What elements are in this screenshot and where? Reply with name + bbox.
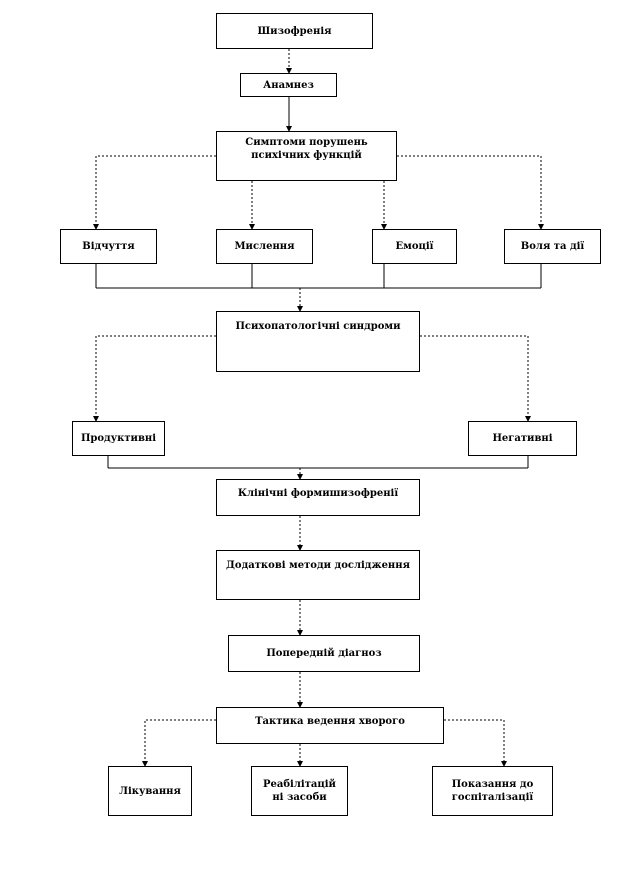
node-emotions: Емоції xyxy=(372,229,457,264)
node-will: Воля та дії xyxy=(504,229,601,264)
node-rehabilitation: Реабілітацій ні засоби xyxy=(251,766,348,816)
edge-symptoms-perception xyxy=(93,155,216,230)
node-additional-methods: Додаткові методи дослідження xyxy=(216,550,420,600)
node-syndromes: Психопатологічні синдроми xyxy=(216,311,420,372)
node-hospitalization: Показання до госпіталізації xyxy=(432,766,553,816)
edge-symptoms-will xyxy=(397,155,544,230)
node-schizophrenia: Шизофренія xyxy=(216,13,373,49)
edge-syndromes-productive xyxy=(93,335,216,422)
edge-tactics-hospitalization xyxy=(444,719,507,767)
node-productive: Продуктивні xyxy=(72,421,165,456)
node-negative: Негативні xyxy=(468,421,577,456)
node-tactics: Тактика ведення хворого xyxy=(216,707,444,744)
edge-syndromes-negative xyxy=(420,335,531,422)
edge-tactics-treatment xyxy=(142,719,216,767)
node-perception: Відчуття xyxy=(60,229,157,264)
node-thinking: Мислення xyxy=(216,229,313,264)
node-anamnesis: Анамнез xyxy=(240,73,337,97)
node-clinical-forms: Клінічні формишизофренії xyxy=(216,479,420,516)
node-preliminary-diagnosis: Попередній діагноз xyxy=(228,635,420,672)
node-symptoms: Симптоми порушень психічних функцій xyxy=(216,131,397,181)
node-treatment: Лікування xyxy=(108,766,192,816)
